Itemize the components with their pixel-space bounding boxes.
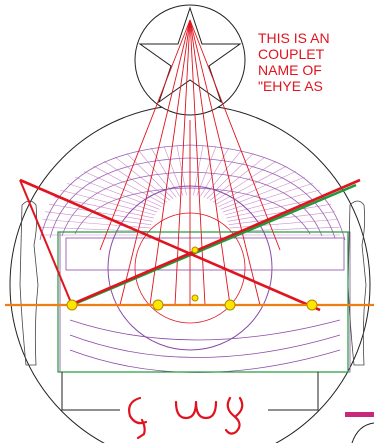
yellow-node	[225, 300, 235, 310]
callout-line-3: NAME OF	[258, 62, 374, 78]
fan-ray	[216, 166, 287, 204]
cherub-left	[20, 201, 38, 365]
yellow-node	[307, 300, 317, 310]
node-group	[67, 247, 317, 310]
feathered-arch	[40, 145, 345, 240]
cherub-right	[348, 201, 366, 365]
yellow-node	[67, 300, 77, 310]
fan-ray	[94, 166, 165, 204]
bottom-right-arc	[352, 423, 374, 443]
callout-text: THIS IS AN COUPLET NAME OF "EHYE AS	[258, 30, 374, 94]
hebrew-letters-icon	[129, 398, 242, 438]
fan-ray	[213, 161, 276, 202]
callout-line-1: THIS IS AN	[258, 30, 374, 46]
fan-ray	[42, 219, 150, 228]
magenta-mark	[345, 412, 374, 417]
fan-ray	[104, 161, 167, 202]
callout-line-2: COUPLET	[258, 46, 374, 62]
fan-ray	[210, 157, 265, 200]
bottom-bracket	[62, 372, 318, 410]
yellow-node	[153, 300, 163, 310]
callout-line-4: "EHYE AS	[258, 78, 374, 94]
fan-ray	[229, 219, 337, 228]
yellow-node	[192, 295, 198, 301]
yellow-node	[192, 247, 198, 253]
